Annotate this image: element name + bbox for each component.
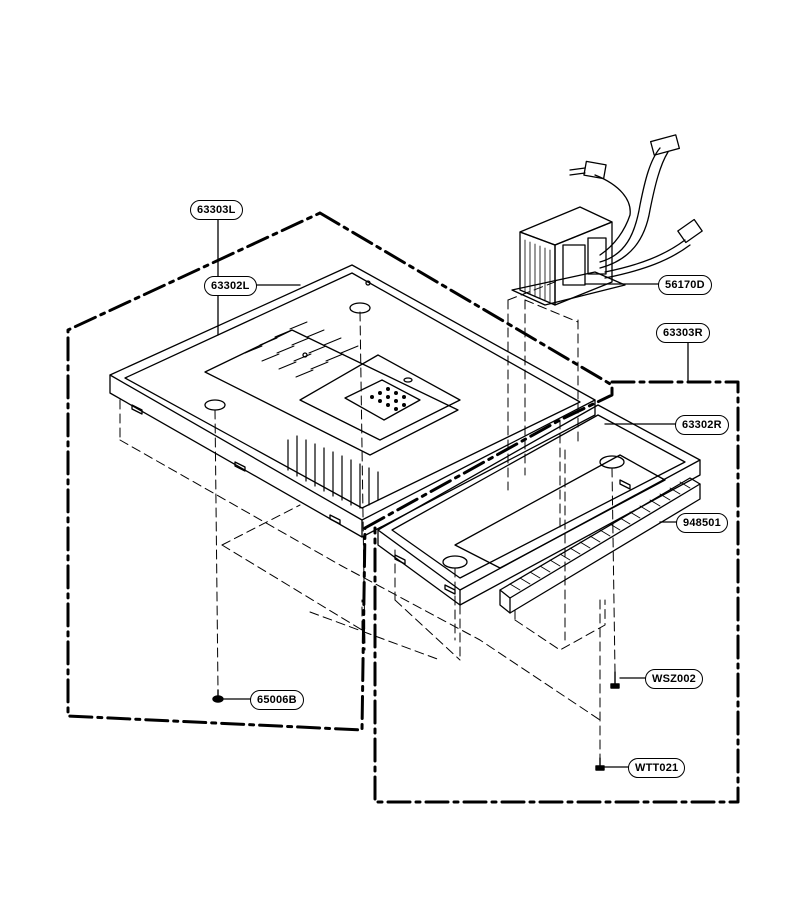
label-948501: 948501: [676, 513, 728, 533]
label-65006b: 65006B: [250, 690, 304, 710]
leader-lines: [217, 217, 689, 768]
label-wsz002: WSZ002: [645, 669, 703, 689]
label-63303r: 63303R: [656, 323, 710, 343]
label-56170d: 56170D: [658, 275, 712, 295]
projection-lines: [119, 279, 616, 761]
gasket-strip: [499, 477, 701, 614]
transformer: [511, 134, 703, 306]
right-assembly-boundary: [373, 380, 740, 804]
label-63302l: 63302L: [204, 276, 257, 296]
left-assembly-boundary: [66, 211, 614, 732]
label-wtt021: WTT021: [628, 758, 686, 778]
label-63302r: 63302R: [675, 415, 729, 435]
screw-wsz002: [610, 671, 620, 689]
left-base-plate: [109, 264, 596, 538]
rubber-foot: [212, 689, 224, 703]
label-63303l: 63303L: [190, 200, 243, 220]
right-base-plate: [377, 404, 701, 606]
screw-wtt021: [595, 757, 605, 771]
